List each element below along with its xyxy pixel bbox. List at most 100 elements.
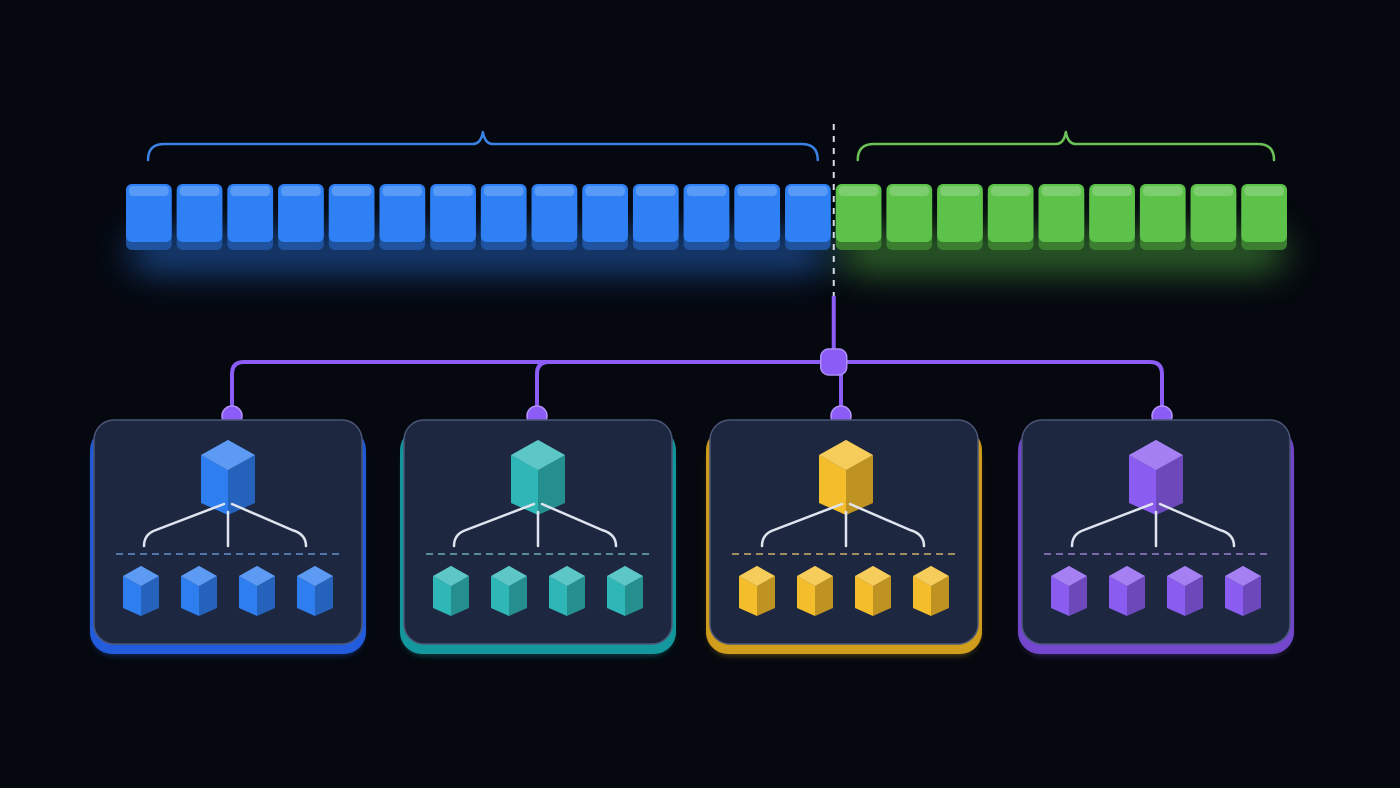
cube-left-face [433,576,451,617]
segment-braces [146,130,1276,162]
token-face [1038,184,1085,242]
token-face [1089,184,1135,242]
token-face [835,184,882,242]
green-segment-token [886,184,933,250]
tree-branch-right [848,502,926,548]
cube-top-face [1051,565,1087,587]
blue-segment-token [582,184,628,250]
blue-segment-token [531,184,578,250]
blue-segment-brace [146,130,819,162]
leaf-cube-icon [1109,565,1145,617]
token-highlight [483,186,524,196]
cube-top-face [181,565,217,587]
token-highlight [889,186,930,196]
blue-segment-token [278,184,324,250]
connector-tree [221,296,1173,427]
module-panel-yellow [706,419,982,656]
module-panel-teal [400,419,676,656]
token-highlight [382,186,423,196]
token-face [1139,184,1186,242]
cube-left-face [201,455,228,516]
blue-segment-token [126,184,172,250]
green-segment-token [1139,184,1186,250]
blue-segment-token [632,184,679,250]
green-segment-token [1038,184,1085,250]
token-face [734,184,781,242]
green-segment-token [1241,184,1287,250]
module-panel-blue [90,419,366,656]
cube-right-face [1069,576,1087,617]
cube-right-face [315,576,333,617]
cube-left-face [123,576,141,617]
cube-left-face [913,576,931,617]
cube-top-face [1129,439,1183,471]
token-face [379,184,426,242]
leaf-cube-icon [297,565,333,617]
blue-segment-token [683,184,730,250]
token-face [886,184,933,242]
cube-left-face [549,576,567,617]
cube-left-face [739,576,757,617]
cube-top-face [819,439,873,471]
cube-right-face [846,455,873,516]
cube-left-face [797,576,815,617]
token-sequence [126,184,1287,250]
token-face [278,184,324,242]
token-highlight [737,186,778,196]
cube-right-face [567,576,585,617]
token-face [430,184,476,242]
tree-branch-right [540,502,618,548]
cube-right-face [873,576,891,617]
cube-left-face [819,455,846,516]
cube-right-face [199,576,217,617]
root-cube-icon [511,439,565,516]
blue-segment-token [734,184,781,250]
leaf-cube-icon [123,565,159,617]
blue-segment-token [785,184,831,250]
tree-branch-right [1158,502,1236,548]
branch-line [535,360,550,414]
leaf-cube-icon [549,565,585,617]
token-highlight [1244,186,1284,196]
token-face [328,184,375,242]
token-face [987,184,1034,242]
token-highlight [534,186,575,196]
cube-left-face [297,576,315,617]
cube-top-face [433,565,469,587]
tree-branch-left [760,502,844,548]
leaf-cube-icon [1051,565,1087,617]
cube-left-face [1225,576,1243,617]
cube-right-face [538,455,565,516]
cube-top-face [739,565,775,587]
panel-face [709,419,979,645]
green-segment-token [1190,184,1237,250]
cube-left-face [1129,455,1156,516]
token-face [531,184,578,242]
module-panel-purple [1018,419,1294,656]
cube-right-face [1156,455,1183,516]
token-highlight [1142,186,1183,196]
blue-segment-token [430,184,476,250]
leaf-cube-icon [797,565,833,617]
cube-top-face [201,439,255,471]
cube-top-face [855,565,891,587]
tree-branch-left [1070,502,1154,548]
cube-top-face [511,439,565,471]
token-highlight [585,186,625,196]
cube-top-face [549,565,585,587]
token-highlight [838,186,879,196]
hub-node [819,348,848,376]
green-segment-brace [856,130,1276,162]
token-face [126,184,172,242]
token-highlight [179,186,220,196]
token-highlight [433,186,473,196]
token-face [632,184,679,242]
cube-left-face [1051,576,1069,617]
token-highlight [686,186,727,196]
tree-branch-right [230,502,308,548]
rail-line [230,360,1164,414]
cube-right-face [451,576,469,617]
cube-top-face [491,565,527,587]
token-face [582,184,628,242]
